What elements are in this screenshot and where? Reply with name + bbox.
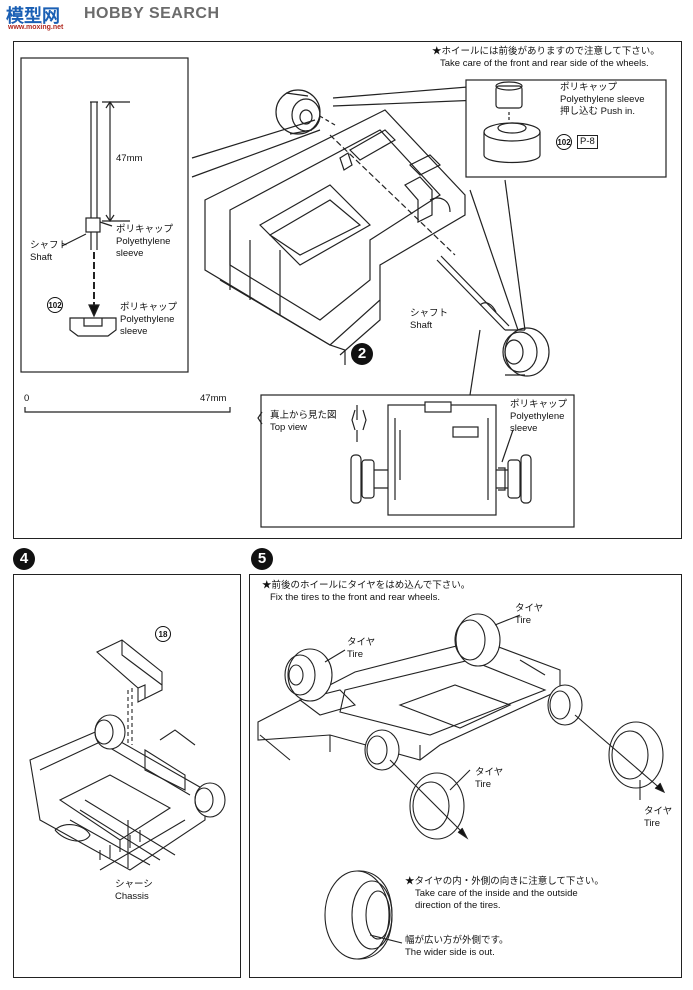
watermark-url: www.moxing.net xyxy=(8,24,64,31)
inset-polycap-en2: sleeve xyxy=(116,248,144,259)
step5-note-en: Fix the tires to the front and rear whee… xyxy=(270,592,441,603)
inside-outside-note-en1: Take care of the inside and the outside xyxy=(415,888,578,899)
polycap-label-jp: ポリキャップ xyxy=(560,82,618,93)
topview-label-en: Top view xyxy=(270,422,307,433)
step-5-marker: 5 xyxy=(251,548,273,570)
wide-side-note-en: The wider side is out. xyxy=(405,947,495,958)
shaft-label-jp: シャフト xyxy=(410,308,449,319)
tire-label-3-jp: タイヤ xyxy=(475,767,504,778)
step3-panel xyxy=(13,41,682,539)
top-polycap-en2: sleeve xyxy=(510,423,538,434)
scale-zero: 0 xyxy=(24,393,30,404)
part-102-badge: 102 xyxy=(556,134,572,150)
part-18-badge: 18 xyxy=(155,626,171,642)
step-4-marker: 4 xyxy=(13,548,35,570)
top-polycap-jp: ポリキャップ xyxy=(510,399,568,410)
inset-shaft-jp: シャフト xyxy=(30,240,69,251)
tire-label-2-jp: タイヤ xyxy=(347,637,376,648)
tire-label-4-jp: タイヤ xyxy=(644,806,673,817)
inset-polycap-en1: Polyethylene xyxy=(116,236,171,247)
tire-label-2-en: Tire xyxy=(347,649,364,660)
inset-shaft-en: Shaft xyxy=(30,252,53,263)
step-2-marker: 2 xyxy=(351,343,373,365)
watermark-cn: 模型网 xyxy=(6,6,60,26)
inset-part-102-badge: 102 xyxy=(47,297,63,313)
chassis-label-jp: シャーシ xyxy=(115,879,153,890)
watermark-brand: HOBBY SEARCH xyxy=(84,5,220,22)
inset-polycap2-en1: Polyethylene xyxy=(120,314,175,325)
tire-label-4-en: Tire xyxy=(644,818,661,829)
polycap-label-en: Polyethylene sleeve xyxy=(560,94,645,105)
wide-side-note-jp: 幅が広い方が外側です。 xyxy=(405,935,509,946)
push-in-label: 押し込む Push in. xyxy=(560,106,635,117)
inset-polycap2-en2: sleeve xyxy=(120,326,148,337)
top-polycap-en1: Polyethylene xyxy=(510,411,565,422)
runner-label: P-8 xyxy=(577,135,598,149)
chassis-label-en: Chassis xyxy=(115,891,149,902)
inside-outside-note-jp: ★タイヤの内・外側の向きに注意して下さい。 xyxy=(405,876,604,887)
dimension-47mm: 47mm xyxy=(116,153,143,164)
topview-label-jp: 真上から見た図 xyxy=(270,410,337,421)
inset-polycap-jp: ポリキャップ xyxy=(116,224,174,235)
wheel-note-en: Take care of the front and rear side of … xyxy=(440,58,649,69)
step4-panel xyxy=(13,574,241,978)
inset-polycap2-jp: ポリキャップ xyxy=(120,302,178,313)
scale-47mm: 47mm xyxy=(200,393,227,404)
tire-label-1-jp: タイヤ xyxy=(515,603,544,614)
step5-panel xyxy=(249,574,682,978)
shaft-label-en: Shaft xyxy=(410,320,433,331)
step5-note-jp: ★前後のホイールにタイヤをはめ込んで下さい。 xyxy=(262,580,471,591)
wheel-note-jp: ★ホイールには前後がありますので注意して下さい。 xyxy=(432,46,660,57)
inside-outside-note-en2: direction of the tires. xyxy=(415,900,501,911)
tire-label-3-en: Tire xyxy=(475,779,492,790)
tire-label-1-en: Tire xyxy=(515,615,532,626)
